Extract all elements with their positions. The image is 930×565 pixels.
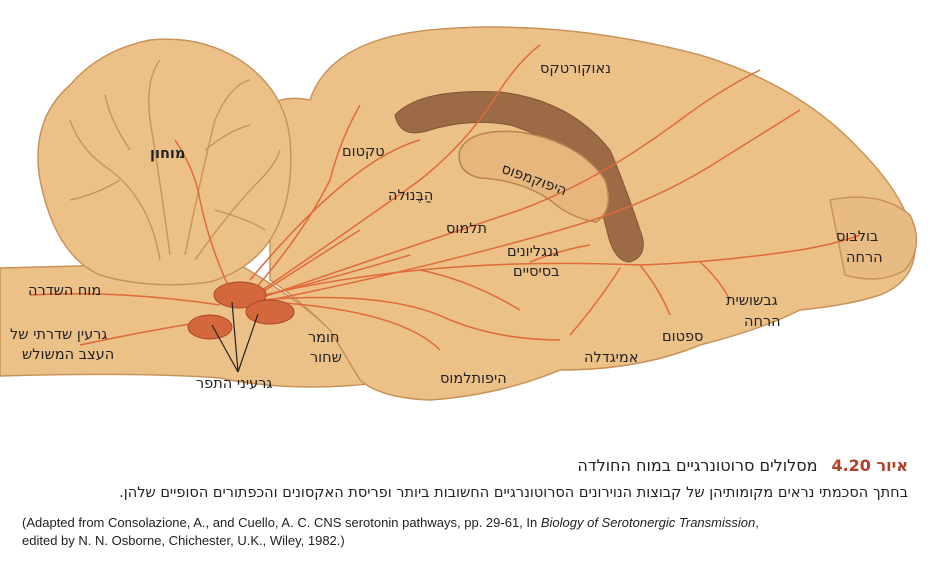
label-olfactory-tubercle-2: הרחה xyxy=(744,314,781,330)
olfactory-bulb-shape xyxy=(829,196,918,280)
raphe-nuclei xyxy=(187,281,295,340)
label-substantia-nigra-2: שחור xyxy=(310,350,342,366)
caption-title: מסלולים סרוטונרגיים במוח החולדה xyxy=(577,456,818,475)
label-neocortex: נאוקורטקס xyxy=(540,61,611,77)
caption-body: בחתך הסכמתי נראים מקומותיהן של קבוצות הנ… xyxy=(119,485,908,501)
brain-sagittal-section xyxy=(0,26,918,401)
label-tectum: טקטום xyxy=(342,144,385,160)
brain-diagram: נאוקורטקס מוחון טקטום הַבֶּנוּלה היפוקמפ… xyxy=(0,26,918,401)
reference-book-title: Biology of Serotonergic Transmission xyxy=(540,515,756,530)
label-basal-ganglia-1: גנגליונים xyxy=(507,244,559,260)
figure-caption: איור 4.20 מסלולים סרוטונרגיים במוח החולדה… xyxy=(0,448,930,565)
label-trigeminal-1: גרעין שדרתי של xyxy=(10,327,108,343)
cerebellum-shape xyxy=(37,38,292,286)
label-hypothalamus: היפותלמוס xyxy=(440,371,507,387)
caption-reference: (Adapted from Consolazione, A., and Cuel… xyxy=(22,514,917,550)
label-habenula: הַבֶּנוּלה xyxy=(388,188,434,204)
cerebellar-folia xyxy=(69,59,281,261)
label-basal-ganglia-2: בסיסיים xyxy=(513,264,560,280)
reference-suffix: , xyxy=(755,515,759,530)
label-cerebellum: מוחון xyxy=(150,146,186,162)
serotonergic-pathways xyxy=(29,44,861,351)
label-thalamus: תלמוס xyxy=(446,221,487,237)
caption-title-line: איור 4.20 מסלולים סרוטונרגיים במוח החולדה xyxy=(577,456,908,475)
label-substantia-nigra-1: חומר xyxy=(308,330,340,346)
label-trigeminal-2: העצב המשולש xyxy=(22,347,115,363)
figure-number: איור 4.20 xyxy=(831,456,908,475)
label-olfactory-tubercle-1: גבשושית xyxy=(726,293,778,309)
label-raphe-nuclei: גרעיני התפר xyxy=(196,376,273,392)
label-septum: ספטום xyxy=(662,329,704,345)
label-medulla: מוח השדרה xyxy=(28,283,102,299)
label-olfactory-bulb-1: בולבוס xyxy=(836,229,879,245)
reference-prefix: (Adapted from Consolazione, A., and Cuel… xyxy=(22,515,541,530)
hippocampus-shape xyxy=(458,130,610,223)
reference-line-2: edited by N. N. Osborne, Chichester, U.K… xyxy=(22,533,345,548)
ventricle-shape xyxy=(394,91,644,263)
label-olfactory-bulb-2: הרחה xyxy=(846,250,883,266)
raphe-pointer-lines xyxy=(211,301,259,373)
label-amygdala: אמיגדלה xyxy=(584,350,639,366)
